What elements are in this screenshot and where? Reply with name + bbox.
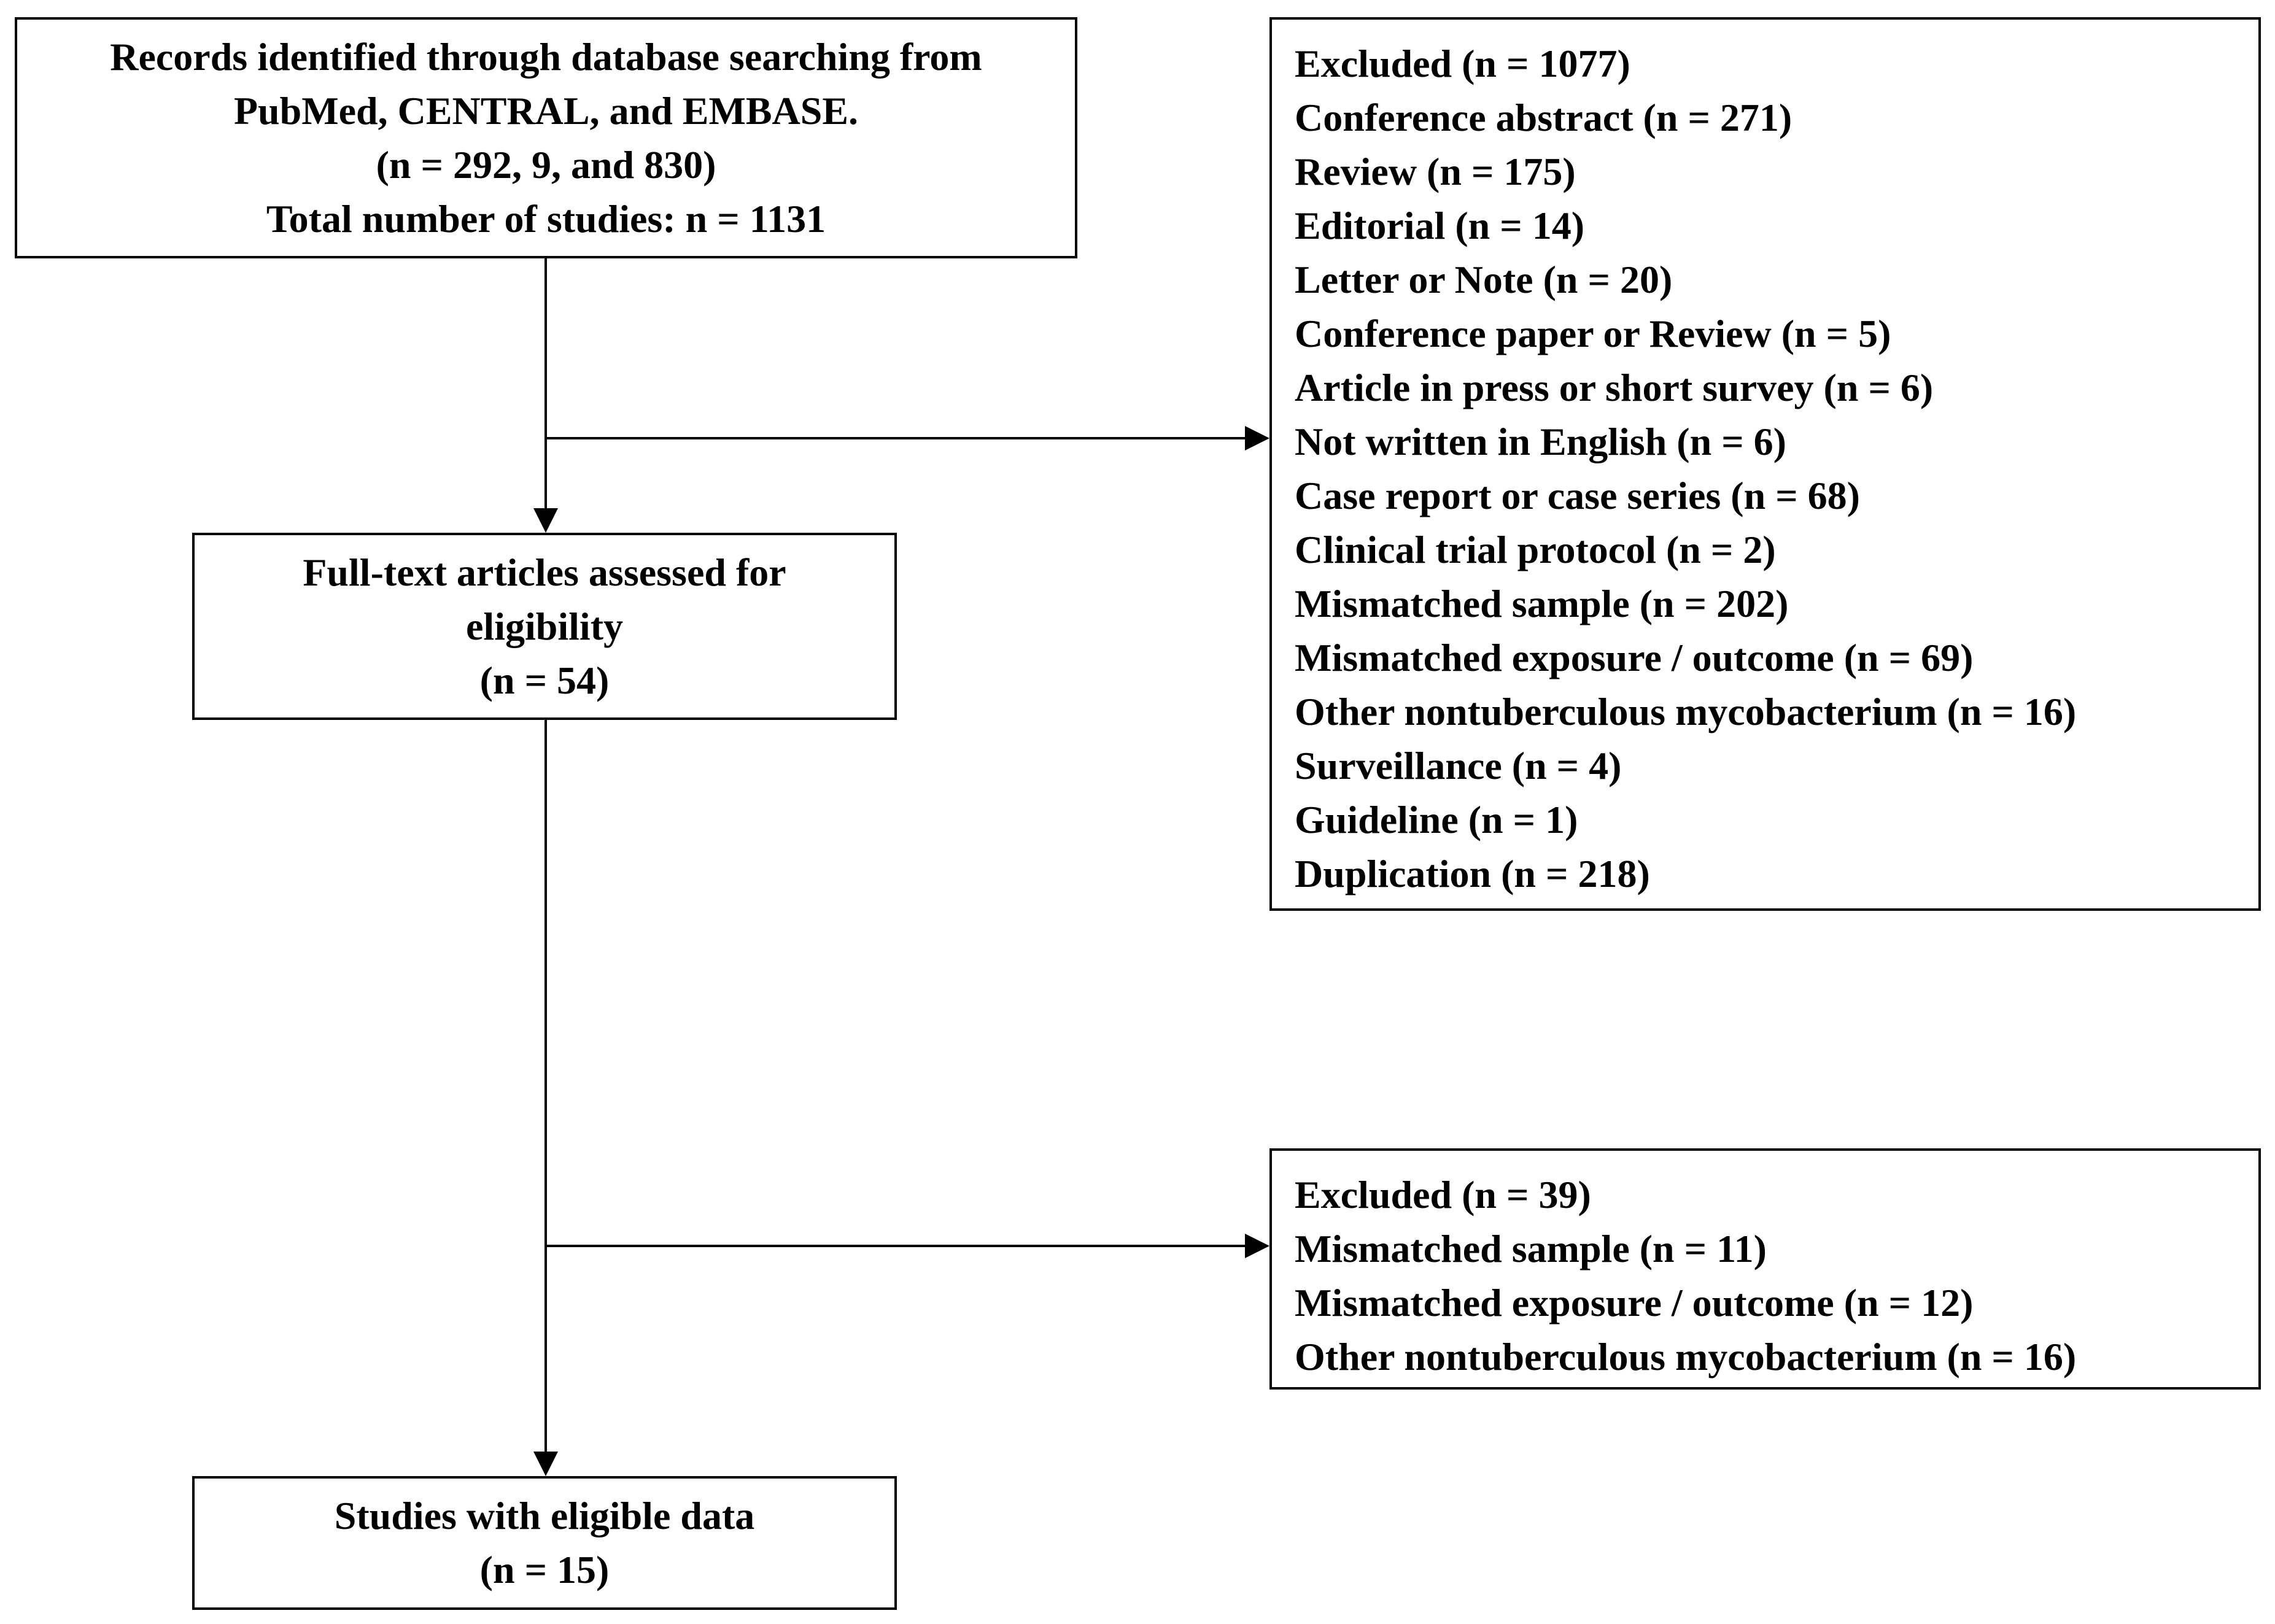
excluded-first-line-4: Editorial (n = 14)	[1295, 204, 1585, 247]
records-identified-box: Records identified through database sear…	[15, 17, 1077, 258]
excluded-first-line-16: Duplication (n = 218)	[1295, 852, 1650, 895]
excluded-first-line-14: Surveillance (n = 4)	[1295, 744, 1622, 787]
excluded-second-line-2: Mismatched sample (n = 11)	[1295, 1227, 1767, 1270]
excluded-first-line-11: Mismatched sample (n = 202)	[1295, 582, 1789, 625]
excluded-second-line-4: Other nontuberculous mycobacterium (n = …	[1295, 1335, 2077, 1378]
records-line-3: (n = 292, 9, and 830)	[376, 142, 716, 187]
excluded-first-line-7: Article in press or short survey (n = 6)	[1295, 366, 1934, 409]
excluded-first-line-1: Excluded (n = 1077)	[1295, 42, 1630, 85]
excluded-first-line-10: Clinical trial protocol (n = 2)	[1295, 528, 1776, 571]
excluded-first-line-15: Guideline (n = 1)	[1295, 798, 1578, 841]
fulltext-assessed-box: Full-text articles assessed for eligibil…	[192, 533, 897, 720]
excluded-first-line-8: Not written in English (n = 6)	[1295, 420, 1786, 463]
eligible-studies-box: Studies with eligible data (n = 15)	[192, 1476, 897, 1610]
excluded-first-line-6: Conference paper or Review (n = 5)	[1295, 312, 1891, 355]
records-line-1: Records identified through database sear…	[110, 34, 982, 79]
excluded-second-line-3: Mismatched exposure / outcome (n = 12)	[1295, 1281, 1974, 1324]
excluded-first-line-12: Mismatched exposure / outcome (n = 69)	[1295, 636, 1974, 679]
excluded-first-line-9: Case report or case series (n = 68)	[1295, 474, 1860, 517]
fulltext-line-1: Full-text articles assessed for	[303, 550, 786, 594]
excluded-second-line-1: Excluded (n = 39)	[1295, 1173, 1591, 1216]
eligible-line-1: Studies with eligible data	[334, 1494, 755, 1537]
records-line-4: Total number of studies: n = 1131	[266, 196, 826, 241]
excluded-first-line-3: Review (n = 175)	[1295, 150, 1576, 193]
records-line-2: PubMed, CENTRAL, and EMBASE.	[233, 88, 859, 133]
eligible-line-2: (n = 15)	[479, 1548, 610, 1591]
excluded-first-box: Excluded (n = 1077) Conference abstract …	[1269, 17, 2261, 911]
fulltext-line-3: (n = 54)	[479, 658, 610, 702]
excluded-first-line-5: Letter or Note (n = 20)	[1295, 258, 1673, 301]
excluded-second-box: Excluded (n = 39) Mismatched sample (n =…	[1269, 1148, 2261, 1390]
excluded-first-line-13: Other nontuberculous mycobacterium (n = …	[1295, 690, 2077, 733]
fulltext-line-2: eligibility	[466, 604, 623, 648]
excluded-first-line-2: Conference abstract (n = 271)	[1295, 96, 1792, 139]
